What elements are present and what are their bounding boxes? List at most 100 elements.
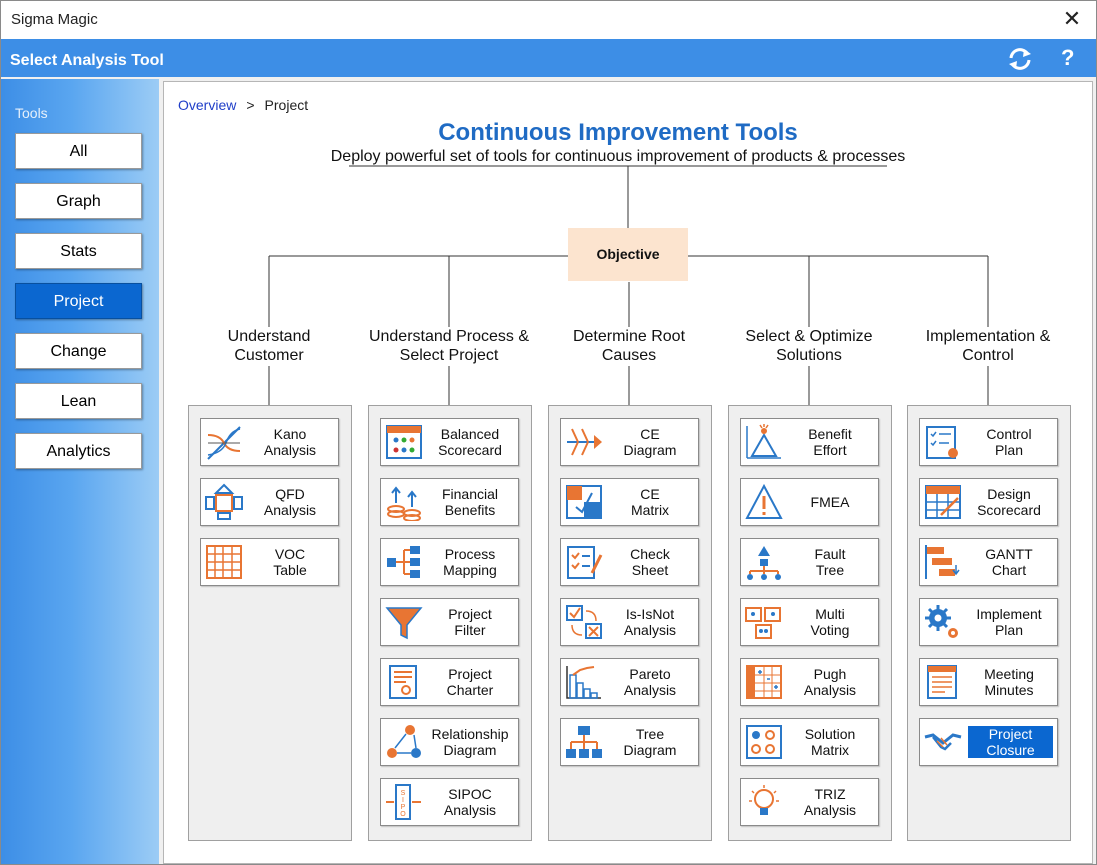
close-icon[interactable]: ✕	[1062, 6, 1082, 31]
sidebar-item-all[interactable]: All	[15, 133, 142, 169]
relationship-icon	[387, 725, 421, 758]
main-content: Overview > Project Continuous Improvement …	[163, 81, 1093, 864]
tool-button-benefit-effort[interactable]: Benefit Effort	[740, 418, 879, 466]
sipoc-icon: SIPO	[386, 784, 421, 820]
tool-button-matrix[interactable]: CE Matrix	[560, 478, 699, 526]
voting-icon	[745, 607, 781, 639]
tool-button-fault-tree[interactable]: Fault Tree	[740, 538, 879, 586]
window-title: Sigma Magic	[11, 11, 98, 28]
benefit-effort-icon	[746, 424, 781, 459]
sidebar-item-project[interactable]: Project	[15, 283, 142, 319]
matrix-icon	[566, 485, 602, 519]
svg-text:O: O	[400, 811, 406, 818]
tool-label: Tree Diagram	[623, 726, 677, 758]
handshake-icon	[924, 733, 962, 751]
tool-button-tree[interactable]: Tree Diagram	[560, 718, 699, 766]
tool-label: Kano Analysis	[263, 426, 317, 458]
title-bar: Sigma Magic ✕	[1, 1, 1096, 39]
tool-button-control-plan[interactable]: Control Plan	[919, 418, 1058, 466]
tool-label: Control Plan	[986, 426, 1032, 458]
page-title: Continuous Improvement Tools	[438, 119, 798, 146]
coins-icon	[387, 486, 421, 521]
lightbulb-icon	[749, 785, 779, 815]
tool-button-gears[interactable]: Implement Plan	[919, 598, 1058, 646]
tool-button-relationship[interactable]: Relationship Diagram	[380, 718, 519, 766]
tool-button-solution-matrix[interactable]: Solution Matrix	[740, 718, 879, 766]
tool-label: Pareto Analysis	[623, 666, 677, 698]
tool-button-pareto[interactable]: Pareto Analysis	[560, 658, 699, 706]
warning-icon	[745, 483, 783, 519]
process-map-icon	[387, 546, 420, 578]
tool-button-voting[interactable]: Multi Voting	[740, 598, 879, 646]
tool-button-lightbulb[interactable]: TRIZ Analysis	[740, 778, 879, 826]
funnel-icon	[385, 607, 423, 640]
fault-tree-icon	[747, 546, 781, 580]
svg-text:P: P	[401, 804, 406, 811]
tool-label: Implement Plan	[976, 606, 1042, 638]
sidebar-item-graph[interactable]: Graph	[15, 183, 142, 219]
minutes-icon	[927, 665, 957, 699]
tool-label: Check Sheet	[630, 546, 670, 578]
tool-label: Benefit Effort	[808, 426, 852, 458]
design-scorecard-icon	[925, 485, 961, 519]
tool-label: CE Diagram	[623, 426, 677, 458]
tool-label: CE Matrix	[630, 486, 670, 518]
tool-button-fishbone[interactable]: CE Diagram	[560, 418, 699, 466]
tool-label: Project Closure	[968, 726, 1053, 758]
tool-button-is-isnot[interactable]: Is-IsNot Analysis	[560, 598, 699, 646]
tool-label: TRIZ Analysis	[803, 786, 857, 818]
tool-button-table-grid[interactable]: VOC Table	[200, 538, 339, 586]
tool-button-charter[interactable]: Project Charter	[380, 658, 519, 706]
breadcrumb-separator: >	[246, 97, 255, 113]
tool-button-warning[interactable]: FMEA	[740, 478, 879, 526]
tool-label: SIPOC Analysis	[443, 786, 497, 818]
tool-button-scorecard[interactable]: Balanced Scorecard	[380, 418, 519, 466]
tool-label: Balanced Scorecard	[438, 426, 502, 458]
qfd-icon	[205, 483, 243, 520]
tool-label: Is-IsNot Analysis	[623, 606, 677, 638]
tool-button-check-sheet[interactable]: Check Sheet	[560, 538, 699, 586]
pugh-icon	[746, 665, 782, 699]
check-sheet-icon	[567, 546, 603, 579]
charter-icon	[389, 665, 417, 699]
tool-button-funnel[interactable]: Project Filter	[380, 598, 519, 646]
help-icon[interactable]: ?	[1061, 45, 1075, 70]
objective-node: Objective	[568, 228, 688, 281]
is-isnot-icon	[566, 605, 602, 639]
tool-button-handshake[interactable]: Project Closure	[919, 718, 1058, 766]
breadcrumb-current: Project	[264, 97, 309, 113]
tool-button-design-scorecard[interactable]: Design Scorecard	[919, 478, 1058, 526]
sidebar-item-stats[interactable]: Stats	[15, 233, 142, 269]
category-title-1: Understand Process & Select Project	[368, 328, 530, 364]
tool-button-process-map[interactable]: Process Mapping	[380, 538, 519, 586]
category-title-4: Implementation & Control	[925, 328, 1051, 364]
tool-label: QFD Analysis	[263, 486, 317, 518]
kano-icon	[207, 426, 241, 460]
tool-button-minutes[interactable]: Meeting Minutes	[919, 658, 1058, 706]
tool-label: Pugh Analysis	[803, 666, 857, 698]
tool-label: Financial Benefits	[441, 486, 499, 518]
sidebar-item-change[interactable]: Change	[15, 333, 142, 369]
refresh-icon[interactable]	[1007, 47, 1033, 71]
tool-label: Meeting Minutes	[984, 666, 1034, 698]
header-title: Select Analysis Tool	[10, 52, 164, 69]
tool-button-qfd[interactable]: QFD Analysis	[200, 478, 339, 526]
tool-label: Process Mapping	[443, 546, 497, 578]
tool-button-kano[interactable]: Kano Analysis	[200, 418, 339, 466]
tool-button-gantt[interactable]: GANTT Chart	[919, 538, 1058, 586]
sidebar-item-lean[interactable]: Lean	[15, 383, 142, 419]
tool-button-coins[interactable]: Financial Benefits	[380, 478, 519, 526]
sidebar-item-analytics[interactable]: Analytics	[15, 433, 142, 469]
tool-button-pugh[interactable]: Pugh Analysis	[740, 658, 879, 706]
fishbone-icon	[567, 428, 602, 456]
tool-label: Project Charter	[446, 666, 494, 698]
tool-label: Relationship Diagram	[431, 726, 509, 758]
breadcrumb-overview-link[interactable]: Overview	[178, 97, 237, 113]
